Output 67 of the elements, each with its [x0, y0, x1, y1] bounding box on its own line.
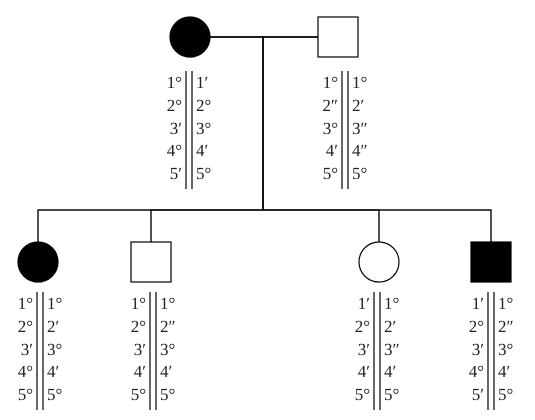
female-circle: [358, 241, 400, 283]
allele-label: 3′: [472, 340, 484, 360]
allele-label: 5°: [384, 385, 400, 406]
allele-label: 4′: [326, 141, 338, 162]
allele-label: 4°: [166, 141, 182, 162]
allele-label: 4′: [160, 362, 172, 382]
allele-label: 2°: [196, 96, 212, 116]
allele-label: 2°: [130, 316, 146, 337]
allele-label: 3°: [322, 118, 338, 139]
allele-label: 4′: [47, 362, 60, 382]
allele-label: 3′: [134, 340, 146, 360]
allele-label: 2″: [498, 316, 514, 337]
allele-label: 4′: [134, 362, 146, 382]
allele-label: 1°: [130, 294, 146, 314]
allele-label: 5°: [160, 385, 176, 406]
allele-label: 1°: [498, 294, 514, 314]
allele-label: 3″: [384, 340, 400, 360]
allele-label: 2″: [322, 96, 338, 116]
allele-label: 3°: [196, 118, 212, 139]
allele-label: 2′: [352, 96, 364, 116]
allele-label: 1′: [358, 294, 370, 314]
allele-label: 4′: [498, 362, 510, 382]
allele-label: 5°: [354, 385, 370, 406]
allele-label: 2″: [160, 316, 176, 337]
male-square: [130, 241, 172, 283]
allele-label: 3″: [352, 118, 368, 139]
allele-label: 1°: [352, 73, 368, 93]
male-square: [317, 16, 359, 58]
allele-label: 1°: [47, 294, 62, 314]
allele-label: 3°: [498, 340, 514, 360]
allele-label: 3′: [20, 340, 33, 360]
allele-label: 4′: [196, 141, 208, 162]
allele-label: 1°: [166, 73, 182, 93]
allele-label: 5°: [498, 385, 514, 406]
allele-label: 5′: [170, 164, 182, 184]
female-circle: [17, 241, 59, 283]
allele-label: 5′: [472, 385, 484, 406]
allele-label: 4′: [384, 362, 396, 382]
allele-label: 5°: [196, 164, 212, 184]
allele-label: 5°: [322, 164, 338, 184]
allele-label: 3°: [160, 340, 176, 360]
female-circle: [169, 16, 211, 58]
allele-label: 3′: [170, 118, 182, 139]
allele-label: 1′: [472, 294, 484, 314]
allele-label: 3′: [358, 340, 370, 360]
allele-label: 4′: [358, 362, 370, 382]
allele-label: 5°: [352, 164, 368, 184]
allele-label: 5°: [18, 385, 33, 406]
allele-label: 2°: [166, 96, 182, 116]
allele-label: 4°: [18, 362, 33, 382]
allele-label: 4°: [468, 362, 484, 382]
allele-label: 1′: [196, 73, 208, 93]
pedigree-line: [262, 36, 492, 242]
male-square: [470, 241, 512, 283]
allele-label: 4″: [352, 141, 368, 162]
allele-label: 2°: [468, 316, 484, 337]
allele-label: 1°: [322, 73, 338, 93]
allele-label: 3°: [47, 340, 62, 360]
allele-label: 2′: [384, 316, 396, 337]
allele-label: 1°: [160, 294, 176, 314]
allele-label: 5°: [47, 385, 62, 406]
allele-label: 5°: [130, 385, 146, 406]
allele-label: 1°: [18, 294, 33, 314]
allele-label: 2°: [18, 316, 33, 337]
allele-label: 2°: [354, 316, 370, 337]
allele-label: 1°: [384, 294, 400, 314]
allele-label: 2′: [47, 316, 60, 337]
